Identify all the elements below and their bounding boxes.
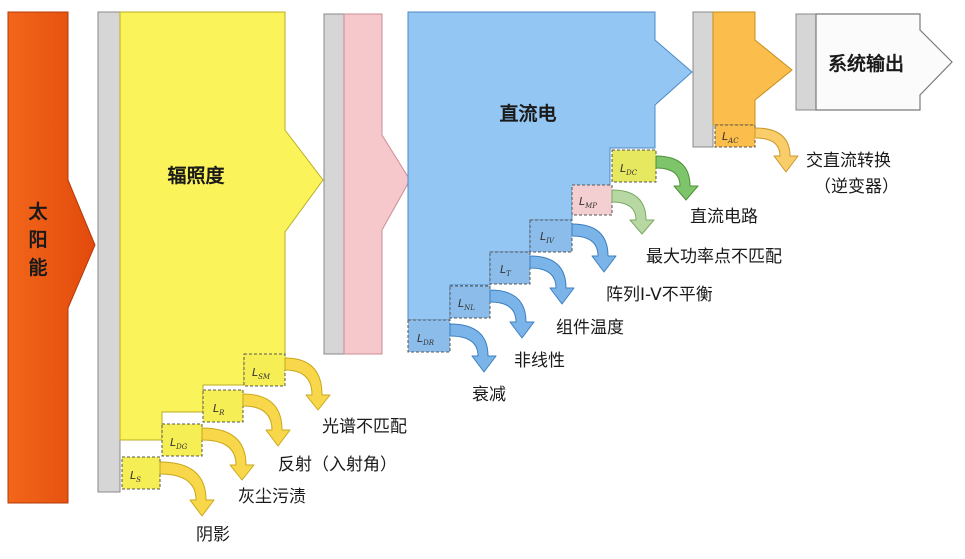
- sym-degradation: LDR: [417, 332, 435, 347]
- loss-box-iv: [529, 219, 573, 253]
- loss-box-mpp: [571, 184, 613, 216]
- loss-box-nonlinear: [449, 285, 491, 319]
- loss-box-spectral: [243, 353, 286, 387]
- label-degradation: 衰减: [472, 385, 506, 405]
- label-nonlinear: 非线性: [514, 351, 565, 371]
- sym-mpp: LMP: [579, 195, 597, 210]
- loss-arrow-ac: [754, 127, 799, 173]
- divider-bar-1: [97, 11, 121, 493]
- solar-label-char-3: 能: [28, 256, 47, 279]
- system-output-arrow: [815, 13, 953, 111]
- dc-label: 直流电: [499, 102, 556, 125]
- loss-arrow-spectral: [284, 357, 331, 411]
- loss-arrow-temperature: [529, 255, 575, 305]
- sym-ac: LAC: [722, 130, 739, 145]
- loss-arrow-nonlinear: [489, 289, 535, 339]
- divider-bar-3: [692, 11, 714, 148]
- label-spectral: 光谱不匹配: [322, 417, 407, 437]
- label-ac-2: （逆变器）: [814, 177, 899, 197]
- label-dc: 直流电路: [690, 207, 758, 227]
- solar-label-char-1: 太: [28, 200, 48, 223]
- irradiance-arrow: [119, 11, 324, 441]
- label-dust: 灰尘污渍: [238, 487, 306, 507]
- sym-iv: LIV: [540, 230, 555, 245]
- sym-dc: LDC: [620, 162, 638, 177]
- loss-box-temperature: [489, 251, 531, 285]
- label-ac: 交直流转换: [806, 151, 891, 171]
- output-label: 系统输出: [828, 52, 904, 75]
- loss-arrow-reflection: [242, 393, 291, 447]
- loss-box-shading: [121, 456, 161, 490]
- sym-shading: LS: [130, 469, 141, 484]
- loss-box-degradation: [407, 319, 451, 353]
- divider-bar-4: [795, 13, 817, 111]
- solar-energy-arrow: [7, 11, 96, 504]
- sym-reflection: LR: [213, 402, 225, 417]
- loss-box-dc: [611, 149, 657, 183]
- loss-arrow-mpp: [611, 189, 655, 235]
- sym-temperature: LT: [500, 263, 512, 278]
- label-temperature: 组件温度: [556, 318, 624, 338]
- loss-arrow-shading: [159, 461, 215, 517]
- sym-spectral: LSM: [252, 366, 271, 381]
- loss-arrow-degradation: [449, 323, 497, 373]
- loss-arrow-dc: [655, 155, 699, 201]
- sym-nonlinear: LNL: [458, 297, 475, 312]
- divider-bar-2: [323, 13, 345, 355]
- sym-dust: LDG: [170, 436, 188, 451]
- solar-label: 太 阳 能: [28, 200, 48, 279]
- loss-symbols: LS LDG LR LSM LDR LNL LT LIV LMP LDC LAC: [130, 130, 739, 484]
- loss-arrow-iv: [571, 223, 617, 273]
- pink-arrow: [343, 13, 411, 355]
- loss-arrow-dust: [201, 427, 255, 481]
- label-iv: 阵列I-V不平衡: [606, 285, 713, 305]
- irradiance-label: 辐照度: [167, 164, 225, 187]
- inverter-arrow: [712, 11, 793, 126]
- label-mpp: 最大功率点不匹配: [646, 247, 782, 267]
- solar-label-char-2: 阳: [28, 229, 47, 251]
- label-reflection: 反射（入射角）: [278, 455, 397, 475]
- loss-box-dust: [161, 423, 203, 457]
- loss-box-reflection: [202, 389, 244, 423]
- label-shading: 阴影: [196, 525, 230, 545]
